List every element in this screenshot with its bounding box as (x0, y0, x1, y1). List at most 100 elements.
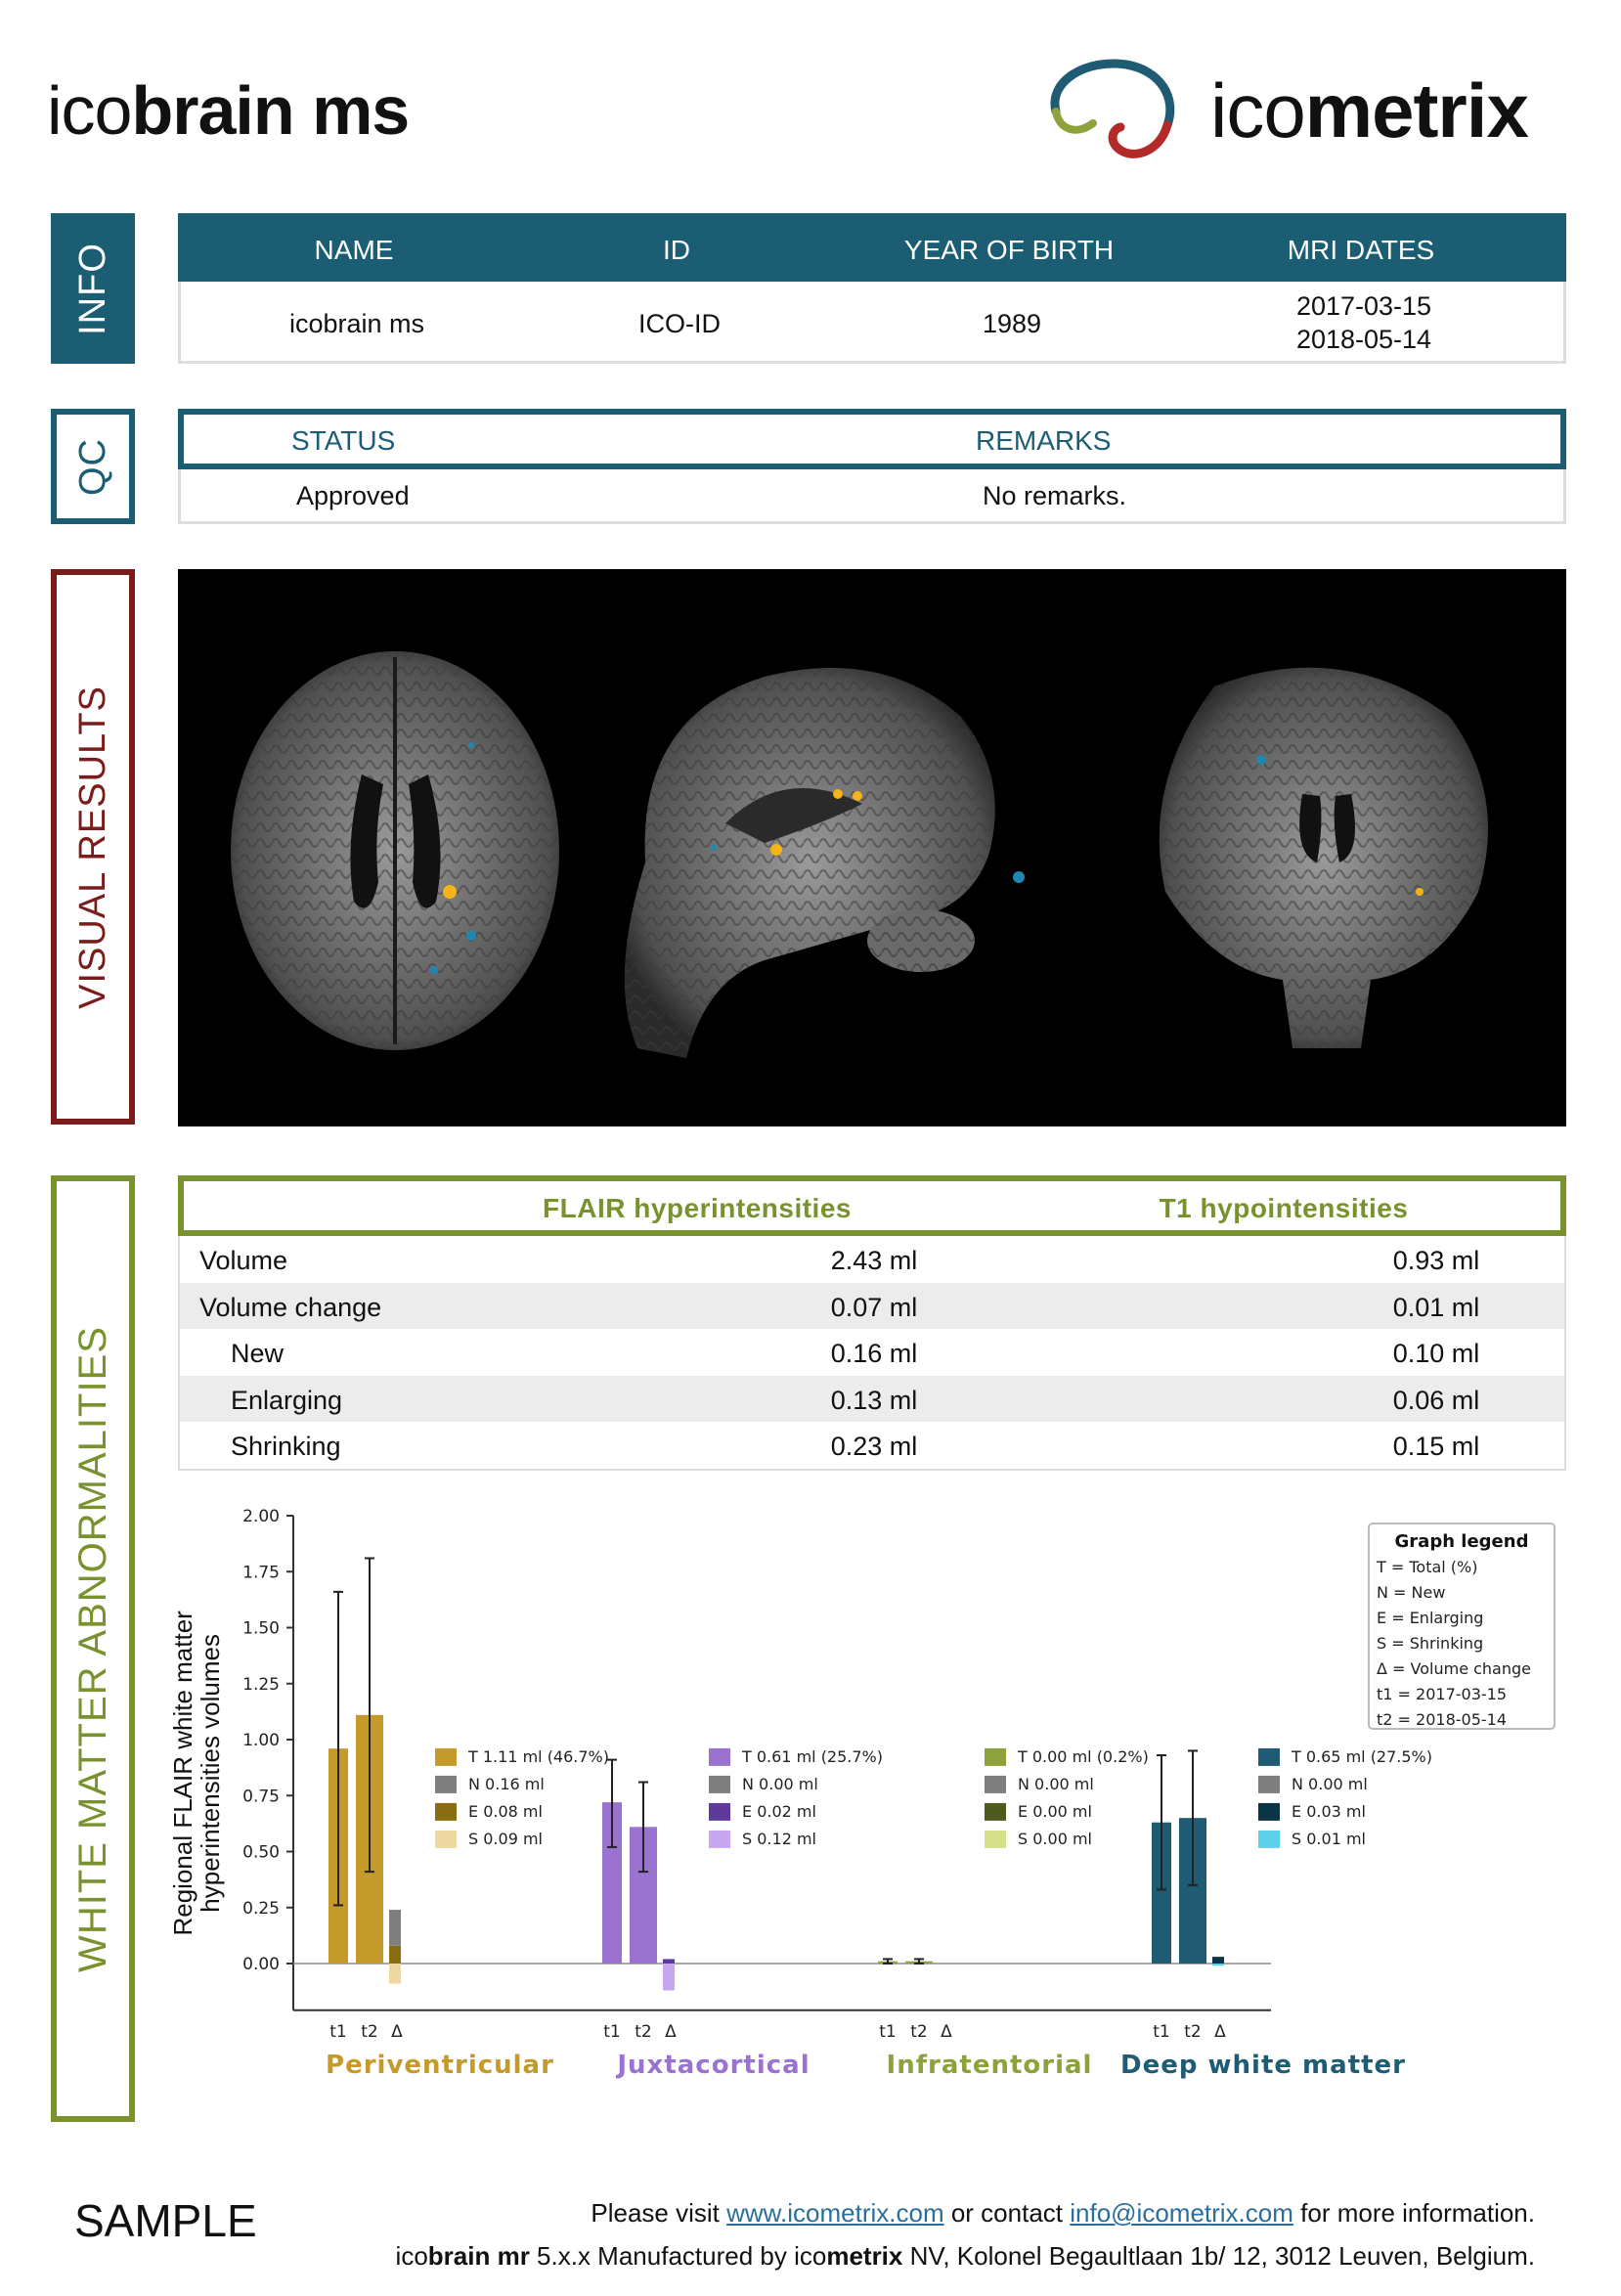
email-link[interactable]: info@icometrix.com (1070, 2198, 1293, 2228)
title-bold: brain ms (131, 72, 410, 149)
y-tick-label: 1.75 (242, 1563, 280, 1582)
graph-legend-line: N = New (1377, 1583, 1445, 1602)
legend-swatch (709, 1802, 730, 1821)
wm-header-t1: T1 hypointensities (1159, 1193, 1409, 1223)
legend-entry: N 0.00 ml (1292, 1775, 1368, 1793)
x-tick-label: t1 (603, 2022, 620, 2042)
row-t1-value: 0.06 ml (1392, 1385, 1480, 1415)
row-label: Enlarging (231, 1385, 343, 1415)
bar-t1 (602, 1802, 622, 1964)
info-year-value: 1989 (982, 309, 1042, 338)
table-row: Volume 2.43 ml 0.93 ml (180, 1236, 1564, 1283)
graph-legend-line: Δ = Volume change (1377, 1659, 1531, 1678)
qc-header-remarks: REMARKS (976, 425, 1112, 456)
graph-legend-line: S = Shrinking (1377, 1634, 1483, 1653)
mfg-product-prefix: ico (395, 2241, 428, 2271)
icometrix-logo-text: icometrix (1210, 72, 1529, 149)
y-tick-label: 1.00 (242, 1731, 280, 1750)
legend-entry: T 1.11 ml (46.7%) (467, 1747, 609, 1766)
legend-swatch (985, 1747, 1006, 1766)
qc-remarks-value: No remarks. (983, 481, 1127, 510)
row-label: Volume (199, 1246, 288, 1275)
graph-legend-line: T = Total (%) (1376, 1558, 1478, 1576)
graph-legend-box (1368, 1523, 1555, 1730)
qc-header-status: STATUS (291, 425, 396, 456)
info-date1-value: 2017-03-15 (1295, 291, 1432, 321)
x-tick-label: t2 (635, 2022, 651, 2042)
section-label-qc-text: QC (71, 437, 113, 496)
x-tick-label: Δ (391, 2022, 403, 2042)
graph-legend-line: t2 = 2018-05-14 (1377, 1710, 1507, 1729)
legend-entry: T 0.61 ml (25.7%) (741, 1747, 883, 1766)
section-label-white-matter: WHITE MATTER ABNORMALITIES (51, 1175, 135, 2122)
legend-swatch (1258, 1747, 1280, 1766)
info-header-mri-dates: MRI DATES (1287, 235, 1435, 265)
mfg-text2: NV, Kolonel Begaultlaan 1b/ 12, 3012 Leu… (902, 2241, 1535, 2271)
product-title: icobrain ms (47, 76, 410, 145)
row-t1-value: 0.93 ml (1392, 1246, 1480, 1275)
info-table-body: icobrain ms ICO-ID 1989 2017-03-15 2018-… (178, 282, 1566, 364)
legend-entry: E 0.03 ml (1292, 1802, 1366, 1821)
row-label: Volume change (199, 1292, 382, 1322)
legend-entry: N 0.16 ml (468, 1775, 545, 1793)
legend-entry: N 0.00 ml (1018, 1775, 1094, 1793)
row-flair-value: 0.07 ml (830, 1292, 918, 1322)
y-tick-label: 0.75 (242, 1787, 280, 1806)
graph-legend-line: t1 = 2017-03-15 (1377, 1685, 1507, 1703)
legend-swatch (1258, 1775, 1280, 1793)
x-tick-label: t1 (1153, 2022, 1169, 2042)
row-flair-value: 0.13 ml (830, 1385, 918, 1415)
qc-status-value: Approved (296, 481, 410, 510)
x-tick-label: Δ (941, 2022, 952, 2042)
wm-header-flair: FLAIR hyperintensities (543, 1193, 852, 1223)
icometrix-logo-icon (1050, 59, 1175, 158)
legend-entry: S 0.00 ml (1018, 1830, 1092, 1848)
bar-delta-enlarging (663, 1959, 675, 1964)
info-date2-value: 2018-05-14 (1295, 325, 1432, 354)
legend-swatch (435, 1830, 457, 1848)
y-tick-label: 0.50 (242, 1843, 280, 1863)
website-link[interactable]: www.icometrix.com (726, 2198, 944, 2228)
info-id-value: ICO-ID (638, 309, 721, 338)
sample-watermark: SAMPLE (74, 2195, 257, 2246)
region-label: Juxtacortical (615, 2051, 810, 2080)
y-tick-label: 1.50 (242, 1619, 280, 1639)
bar-delta-enlarging (1212, 1957, 1224, 1964)
x-tick-label: Δ (1214, 2022, 1226, 2042)
footer-contact: Please visit www.icometrix.com or contac… (591, 2198, 1535, 2229)
footer-visit-pre: Please visit (591, 2198, 727, 2228)
legend-entry: T 0.00 ml (0.2%) (1017, 1747, 1149, 1766)
bar-delta-shrinking (663, 1964, 675, 1991)
row-t1-value: 0.15 ml (1392, 1432, 1480, 1461)
graph-legend-title: Graph legend (1395, 1531, 1529, 1552)
row-flair-value: 0.16 ml (830, 1339, 918, 1368)
row-flair-value: 2.43 ml (830, 1246, 918, 1275)
info-table-header: NAME ID YEAR OF BIRTH MRI DATES (178, 213, 1566, 282)
wm-table-body: Volume 2.43 ml 0.93 ml Volume change 0.0… (178, 1236, 1566, 1471)
row-t1-value: 0.01 ml (1392, 1292, 1480, 1322)
legend-entry: S 0.09 ml (468, 1830, 543, 1848)
legend-swatch (709, 1747, 730, 1766)
footer-visit-post: for more information. (1292, 2198, 1535, 2228)
section-label-info-text: INFO (71, 242, 113, 335)
x-tick-label: t1 (879, 2022, 896, 2042)
section-label-info: INFO (51, 213, 135, 364)
row-label: New (231, 1339, 285, 1368)
legend-entry: T 0.65 ml (27.5%) (1291, 1747, 1432, 1766)
legend-entry: S 0.12 ml (742, 1830, 816, 1848)
title-prefix: ico (47, 72, 132, 149)
info-header-year: YEAR OF BIRTH (903, 235, 1115, 265)
legend-swatch (709, 1830, 730, 1848)
section-label-visual-text: VISUAL RESULTS (71, 684, 113, 1009)
legend-swatch (709, 1775, 730, 1793)
table-row: New 0.16 ml 0.10 ml (180, 1329, 1564, 1376)
row-label: Shrinking (231, 1432, 341, 1461)
y-axis-label-line1: Regional FLAIR white matter (168, 1611, 197, 1936)
mfg-company-bold: metrix (826, 2241, 903, 2271)
regional-volume-chart: 2.001.751.501.251.000.750.500.250.00Regi… (168, 1507, 1555, 2080)
section-label-qc: QC (51, 409, 135, 524)
mfg-product-bold: brain mr (427, 2241, 530, 2271)
bar-t1 (1152, 1822, 1171, 1964)
legend-swatch (985, 1830, 1006, 1848)
y-tick-label: 0.25 (242, 1899, 280, 1919)
